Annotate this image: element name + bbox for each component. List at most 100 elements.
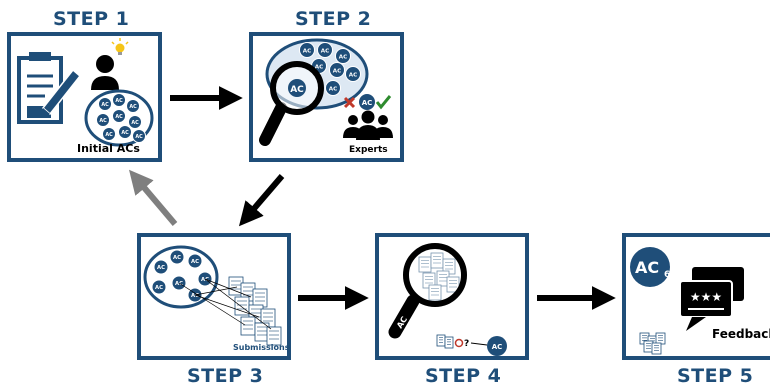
ac-circle: [102, 127, 116, 141]
step-1-title: STEP 1: [53, 8, 130, 30]
document: [428, 284, 442, 301]
ac-circle: [98, 97, 112, 111]
ac-circle: [128, 115, 142, 129]
cross-icon: [343, 96, 356, 109]
ac-circle: [118, 125, 132, 139]
svg-text:AC: AC: [492, 343, 503, 351]
step-2-panel: AC AC AC AC AC AC AC AC AC Experts: [249, 32, 404, 162]
ac-circle-label: AC: [131, 120, 139, 126]
document: [444, 336, 454, 349]
ac-circle: [335, 48, 351, 64]
ac-circle-label: AC: [101, 102, 109, 108]
svg-text:★★★: ★★★: [690, 290, 722, 304]
ac-circle-label: AC: [155, 285, 163, 291]
person-icon: [91, 55, 119, 90]
connection-line: [194, 286, 238, 296]
ac-circle-label: AC: [315, 64, 323, 70]
step-5-panel: AC 6 ★★★ Feedback: [622, 233, 770, 360]
ac-circle-label: AC: [329, 86, 337, 92]
magnifier-icon: AC: [259, 61, 324, 146]
ac-circle-label: AC: [191, 259, 199, 265]
connection-line: [178, 282, 246, 326]
step-3-title: STEP 3: [187, 365, 264, 387]
lightbulb-icon: [111, 38, 129, 55]
ac-circle-label: AC: [303, 48, 311, 54]
ac-circle-label: AC: [157, 265, 165, 271]
step-3-panel: AC AC AC AC AC AC AC Submissions: [137, 233, 291, 360]
step-4-panel: AC ? AC: [375, 233, 529, 360]
document: [446, 276, 460, 293]
ac-circle: [329, 62, 345, 78]
initial-acs-label: Initial ACs: [77, 142, 140, 155]
step-2-title: STEP 2: [295, 8, 372, 30]
ac-circle-label: AC: [173, 255, 181, 261]
ac-circle-label: AC: [99, 118, 107, 124]
svg-text:6: 6: [664, 270, 670, 280]
ac-circle-label: AC: [175, 281, 183, 287]
ac-circle-label: AC: [135, 134, 143, 140]
ac-badge: [359, 94, 375, 110]
connection-line: [194, 294, 260, 318]
submission-documents: [418, 252, 460, 301]
ac-badge-text: AC: [635, 258, 659, 277]
ac-circle: [132, 129, 146, 143]
ac-badge: [630, 247, 670, 287]
svg-text:AC: AC: [290, 85, 304, 95]
ac-circle-label: AC: [321, 48, 329, 54]
step-5-art: AC 6 ★★★: [630, 247, 744, 355]
step-4-title: STEP 4: [425, 365, 502, 387]
ac-circle: [345, 66, 361, 82]
ac-circle-label: AC: [349, 72, 357, 78]
cross-icon: [454, 338, 464, 348]
ac-circle: [151, 279, 167, 295]
ac-circle: [153, 259, 169, 275]
question-mark: ?: [464, 339, 469, 349]
ac-circle: [112, 93, 126, 107]
arrow-step3-to-step1: [129, 169, 178, 226]
ac-circle: [112, 109, 126, 123]
ac-circle: [169, 249, 185, 265]
submissions-label: Submissions: [233, 343, 290, 352]
step-3-art: AC AC AC AC AC AC AC: [143, 245, 282, 346]
document: [266, 326, 282, 346]
ac-badge: [487, 336, 507, 356]
ac-circle-label: AC: [201, 277, 209, 283]
ac-circle: [187, 253, 203, 269]
check-icon: [375, 95, 392, 110]
ac-circle-label: AC: [129, 104, 137, 110]
magnifier-icon: AC: [388, 243, 467, 339]
ac-circle: [325, 80, 341, 96]
ac-circle-label: AC: [339, 54, 347, 60]
ac-circle-label: AC: [121, 130, 129, 136]
step-5-title: STEP 5: [677, 365, 754, 387]
arrow-step2-to-step3: [238, 174, 285, 227]
ac-circle-label: AC: [191, 293, 199, 299]
submission-documents: [228, 276, 282, 346]
ac-circle-label: AC: [105, 132, 113, 138]
small-documents: [436, 334, 454, 349]
experts-icon: [343, 110, 393, 140]
document: [651, 342, 662, 355]
svg-text:AC: AC: [362, 99, 373, 107]
ac-circle-label: AC: [115, 114, 123, 120]
experts-label: Experts: [349, 145, 388, 155]
ac-circle: [96, 113, 110, 127]
ac-circle: [126, 99, 140, 113]
ac-circle: [299, 42, 315, 58]
ac-circle: [317, 42, 333, 58]
ac-circle-label: AC: [115, 98, 123, 104]
step-2-art: AC AC AC AC AC AC AC AC AC: [259, 38, 393, 146]
ac-circle-label: AC: [333, 68, 341, 74]
step-4-art: AC ? AC: [388, 243, 507, 356]
connection-lines: [178, 278, 272, 330]
submission-documents: [639, 332, 666, 355]
feedback-label: Feedback: [712, 327, 770, 341]
pen-icon: [41, 68, 82, 117]
chat-icon: ★★★: [679, 267, 744, 331]
connection-line: [204, 278, 252, 298]
connection-line: [204, 278, 272, 330]
